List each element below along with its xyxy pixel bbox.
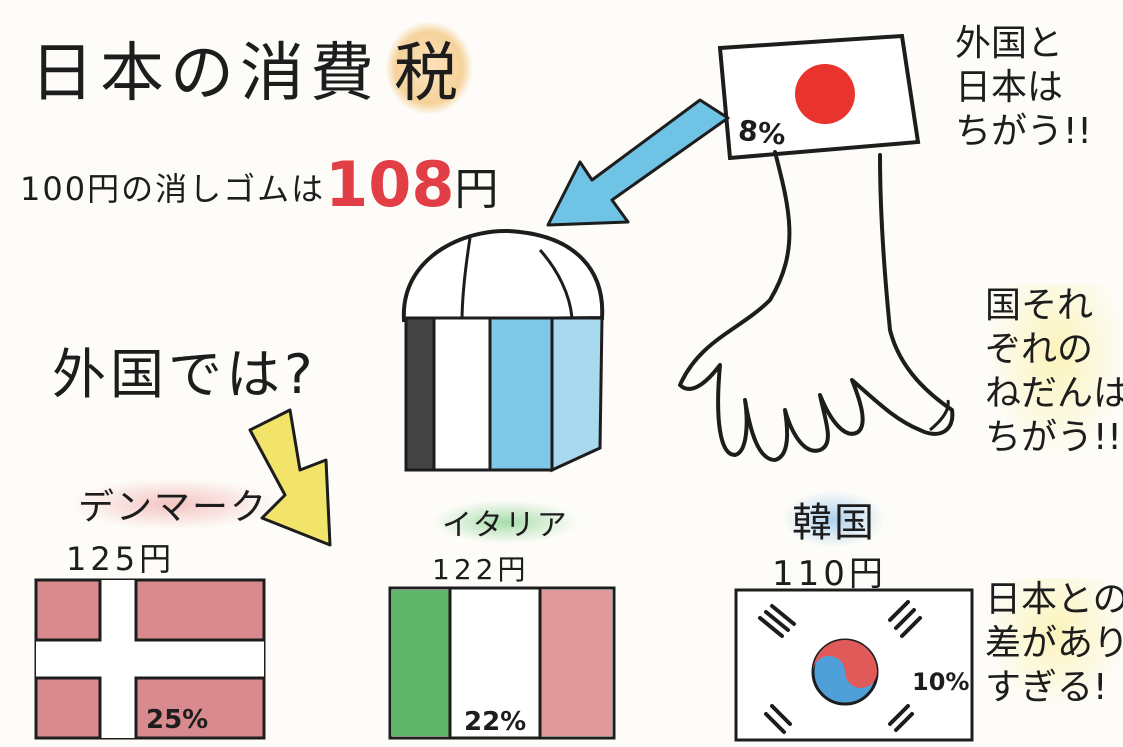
korea-rate-label: 10%: [912, 668, 969, 696]
note-line: 日本は: [955, 67, 1064, 108]
arrow-to-eraser: [546, 98, 730, 227]
question-heading: 外国では?: [52, 343, 317, 406]
note-line: 差があり: [985, 623, 1123, 664]
eraser-drawing: [401, 229, 605, 473]
note-line: ねだんは: [985, 373, 1123, 414]
denmark-rate-label: 25%: [146, 705, 208, 735]
subtitle-unit: 円: [454, 164, 501, 215]
note-line: ちがう!!: [985, 417, 1122, 458]
note-line: ちがう!!: [955, 111, 1092, 152]
italy-flag: 22%: [388, 586, 616, 740]
italy-rate-label: 22%: [464, 707, 526, 737]
italy-name: イタリア: [432, 500, 579, 544]
subtitle-amount: 108: [325, 148, 455, 221]
japan-rate-label: 8%: [737, 114, 788, 152]
korea-flag: 10%: [734, 588, 974, 742]
korea-price: 110円: [772, 554, 887, 594]
eraser-price-line: 100円の消しゴムは108円: [20, 148, 501, 221]
denmark-price: 125円: [66, 540, 176, 578]
italy-price: 122円: [432, 553, 530, 586]
note-line: ぞれの: [985, 329, 1094, 370]
subtitle-prefix: 100円の消しゴムは: [20, 170, 326, 208]
denmark-name: デンマーク: [68, 478, 279, 530]
note-difference: 外国と 日本は ちがう!!: [955, 22, 1092, 154]
note-prices-vary: 国それ ぞれの ねだんは ちがう!!: [985, 284, 1123, 460]
title-main: 日本の消費: [30, 37, 380, 111]
title-emphasis: 税: [386, 22, 472, 114]
hand-drawing: [678, 150, 955, 462]
denmark-flag: 25%: [34, 578, 266, 740]
korea-name: 韓国: [782, 490, 886, 548]
page-title: 日本の消費税: [30, 22, 472, 114]
note-line: 外国と: [955, 23, 1064, 64]
note-gap: 日本との 差があり すぎる!: [985, 578, 1123, 710]
note-line: すぎる!: [985, 667, 1108, 708]
note-line: 日本との: [985, 579, 1123, 620]
note-line: 国それ: [985, 285, 1094, 326]
japan-flag: 8%: [717, 33, 921, 161]
